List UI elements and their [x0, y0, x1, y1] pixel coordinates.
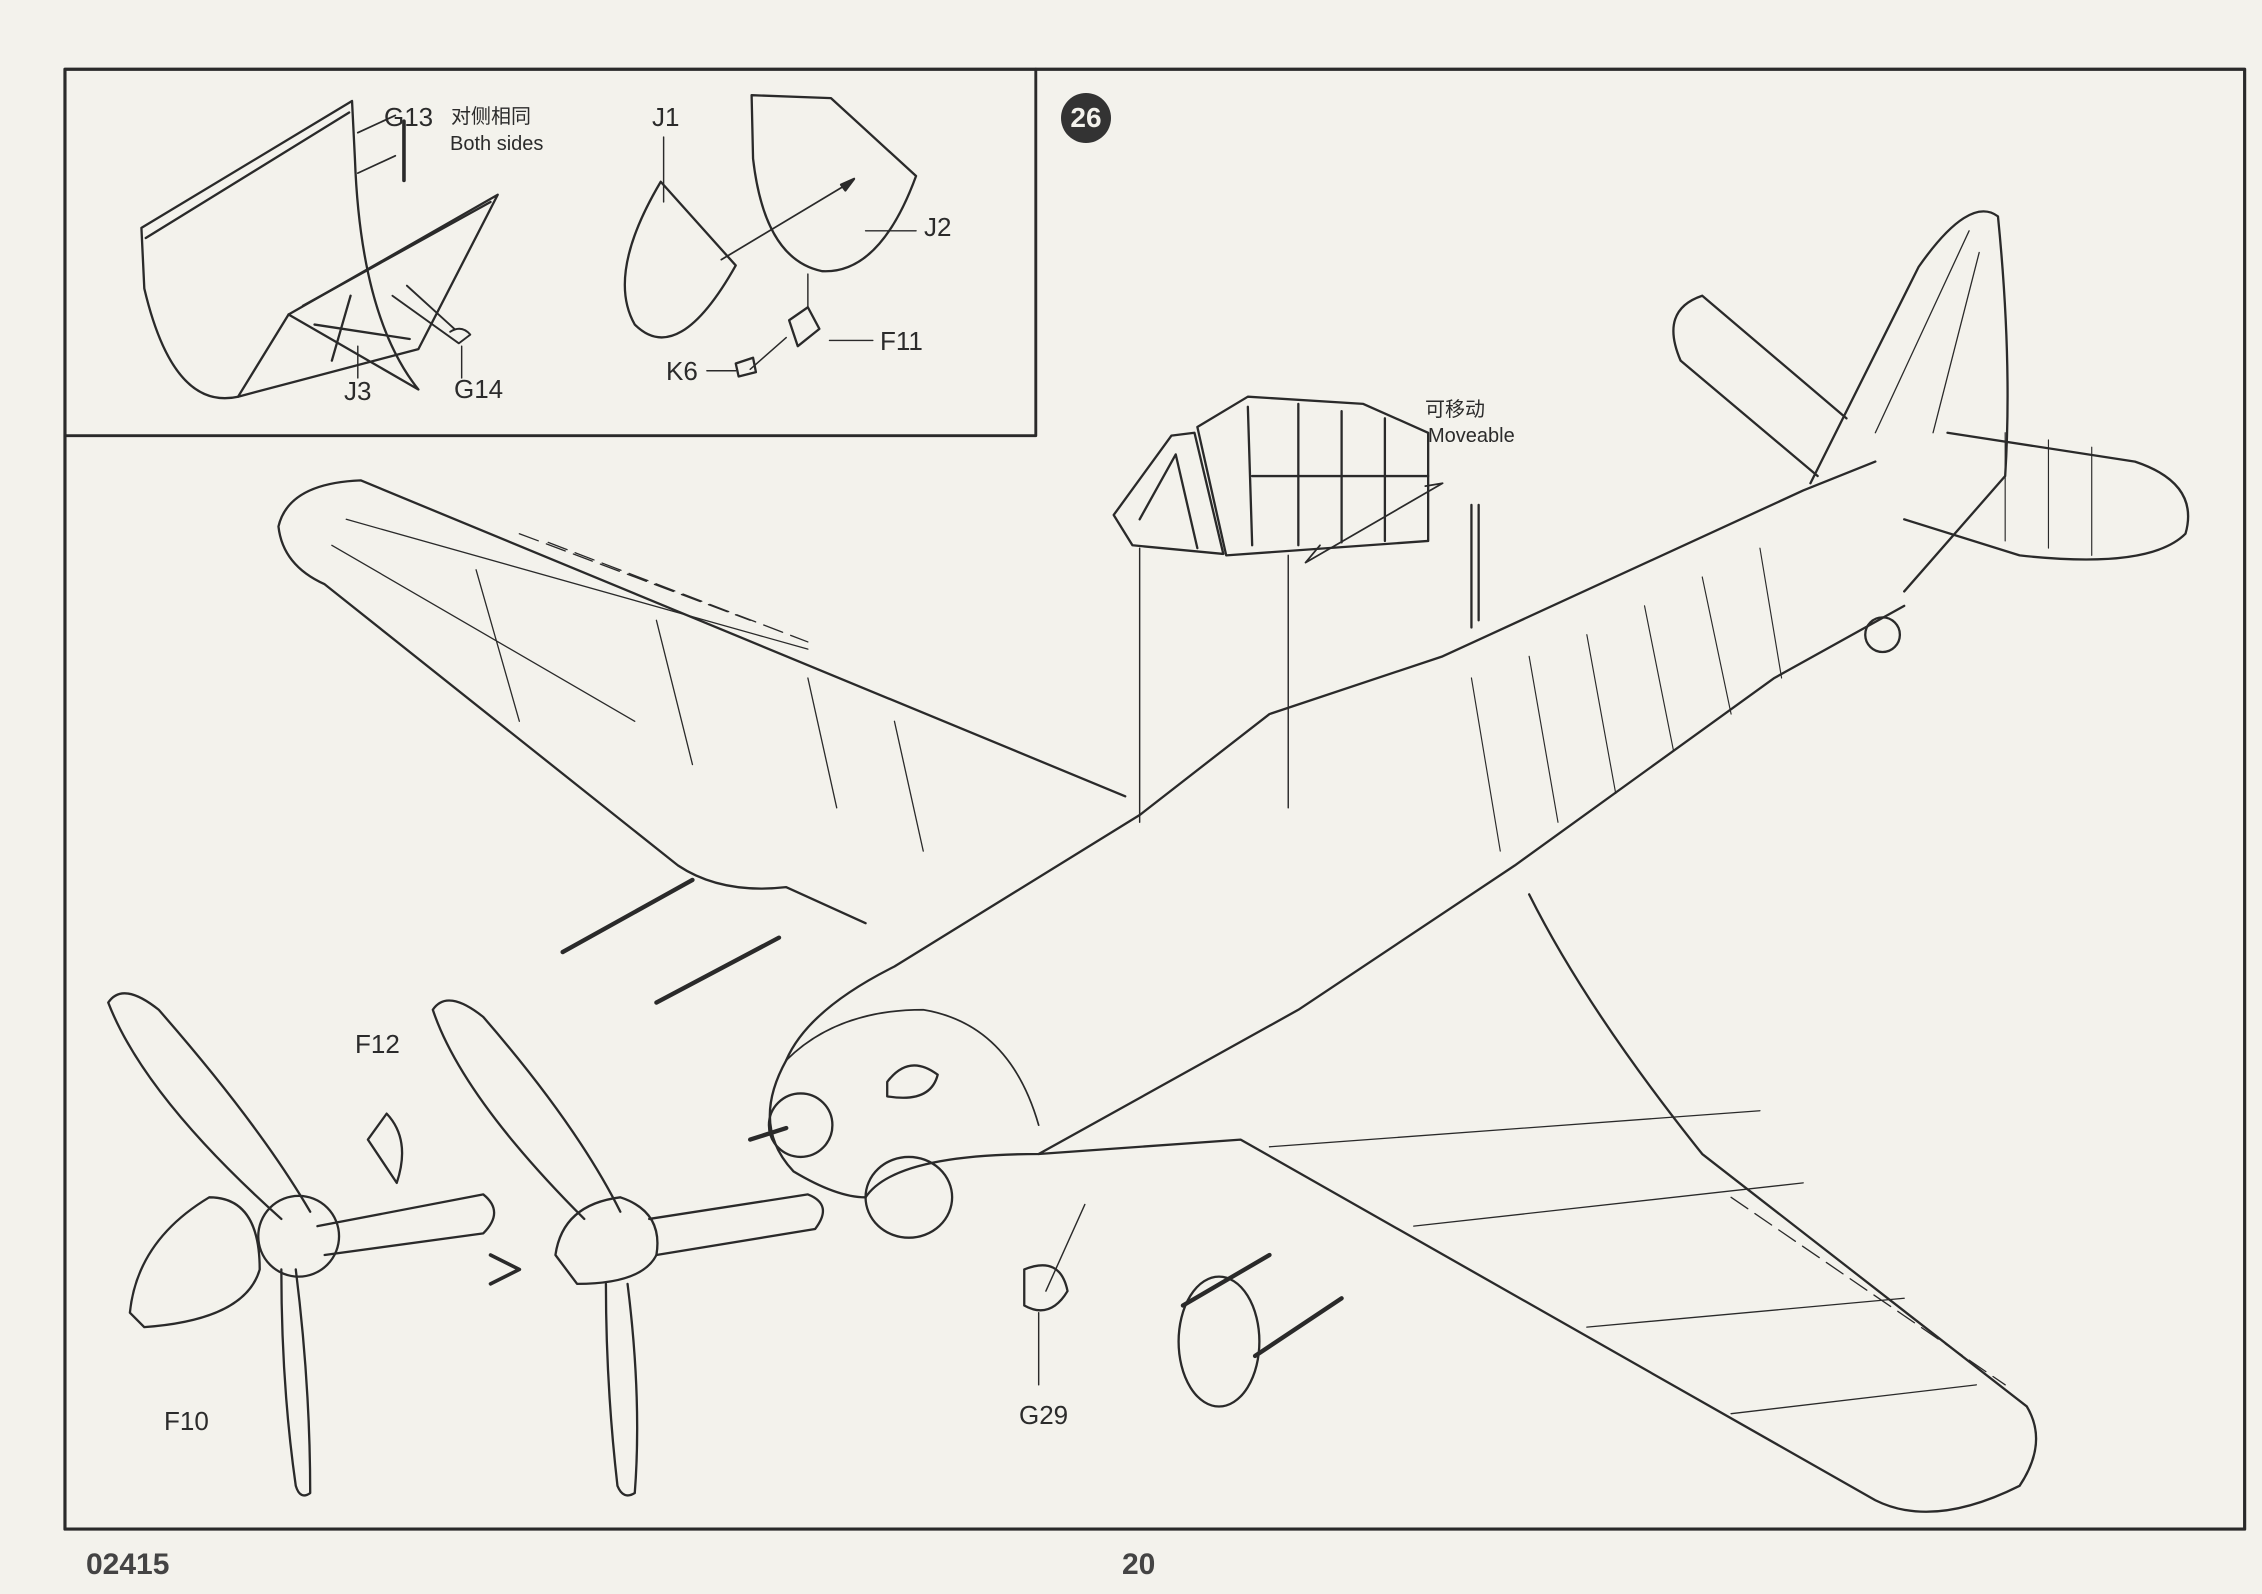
- moveable-note-cn: 可移动: [1425, 399, 1485, 421]
- part-label-g13: G13: [384, 102, 434, 132]
- part-label-j2: J2: [924, 212, 952, 242]
- part-label-f12: F12: [355, 1029, 400, 1059]
- part-label-j3: J3: [344, 376, 372, 406]
- part-label-g14: G14: [454, 374, 504, 404]
- propeller-exploded: [107, 992, 522, 1497]
- part-j1-j2: [623, 94, 918, 378]
- canopy-parts: [1112, 395, 1444, 823]
- part-label-k6: K6: [666, 356, 698, 386]
- both-sides-note: Both sides: [450, 133, 544, 155]
- aircraft-body: [277, 210, 2190, 1513]
- page-number: 20: [1122, 1548, 1156, 1581]
- inset-frame: [63, 67, 1038, 438]
- part-label-j1: J1: [652, 102, 680, 132]
- step-number-badge: 26: [1061, 93, 1111, 143]
- moveable-note: Moveable: [1428, 425, 1515, 447]
- both-sides-note-cn: 对侧相同: [451, 106, 531, 128]
- part-label-f11: F11: [880, 326, 923, 356]
- part-label-g29: G29: [1019, 1400, 1069, 1430]
- part-label-f10: F10: [164, 1406, 209, 1436]
- part-j3-panel: [140, 99, 499, 400]
- kit-number: 02415: [86, 1548, 170, 1581]
- page-frame: [63, 67, 2247, 1531]
- propeller-assembled: [431, 999, 825, 1497]
